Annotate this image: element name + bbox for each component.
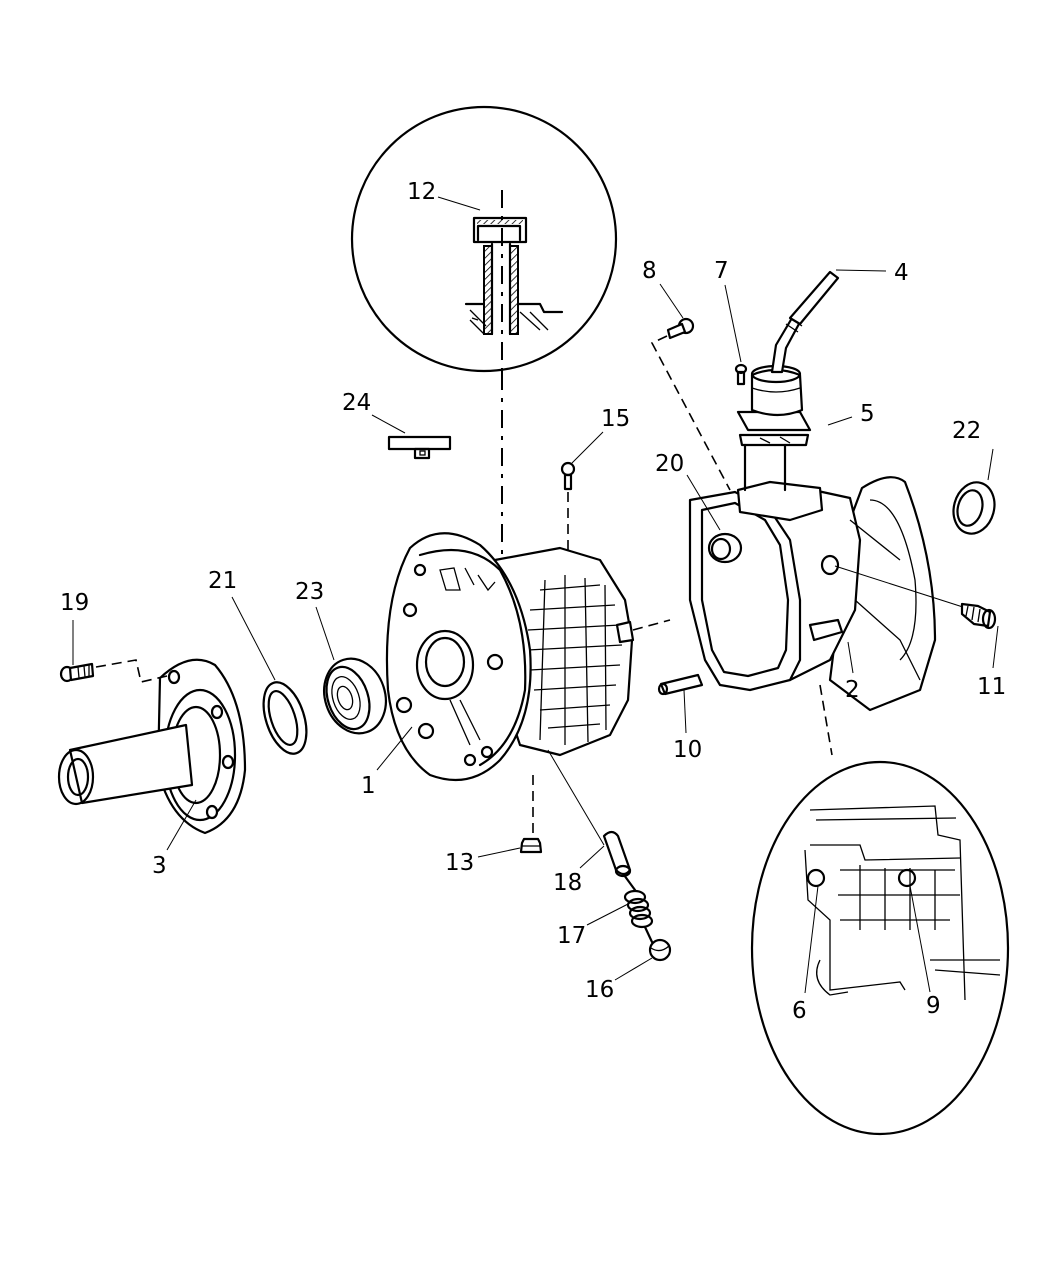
part-13-plug [519,837,543,854]
part-19-bolt [59,662,95,683]
callout-1: 1 [361,773,376,799]
callout-24: 24 [342,390,371,416]
callout-16: 16 [585,977,614,1003]
callout-17: 17 [557,923,586,949]
callout-22: 22 [952,418,981,444]
callout-7: 7 [714,258,729,284]
part-24-bracket [387,435,452,460]
part-15-bolt [560,461,576,552]
part-12-cap [464,216,564,336]
part-17-spring [623,889,654,944]
detail-circle-top [350,105,618,378]
callout-19: 19 [60,590,89,616]
callout-13: 13 [445,850,474,876]
callout-2: 2 [845,677,860,703]
part-8-bolt [650,317,731,491]
callout-10: 10 [673,737,702,763]
part-5-shifter-assembly [736,364,812,492]
callout-9: 9 [926,993,941,1019]
leader-lines [72,196,999,994]
part-23-bearing [323,657,387,735]
part-1-transmission-case [385,532,671,846]
callout-23: 23 [295,579,324,605]
callout-labels: 1 2 3 4 5 6 7 8 9 10 11 12 13 15 16 17 1… [60,179,1006,1024]
part-10-dowel [657,673,704,696]
callout-4: 4 [894,260,909,286]
callout-5: 5 [860,401,875,427]
callout-15: 15 [601,406,630,432]
part-22-seal [952,481,996,535]
part-21-seal [262,681,308,755]
callout-8: 8 [642,258,657,284]
part-7-bolt [734,363,748,386]
callout-18: 18 [553,870,582,896]
part-2-extension-housing [688,476,967,756]
callout-21: 21 [208,568,237,594]
part-11-sensor [960,602,997,630]
callout-3: 3 [152,853,167,879]
callout-20: 20 [655,451,684,477]
part-18-sleeve [602,830,637,892]
part-4-shift-lever [770,270,840,374]
part-16-cap [648,938,672,962]
callout-6: 6 [792,998,807,1024]
callout-12: 12 [407,179,436,205]
callout-11: 11 [977,674,1006,700]
part-3-bearing-retainer [57,658,247,835]
detail-oval-bottom-right [750,760,1010,1136]
